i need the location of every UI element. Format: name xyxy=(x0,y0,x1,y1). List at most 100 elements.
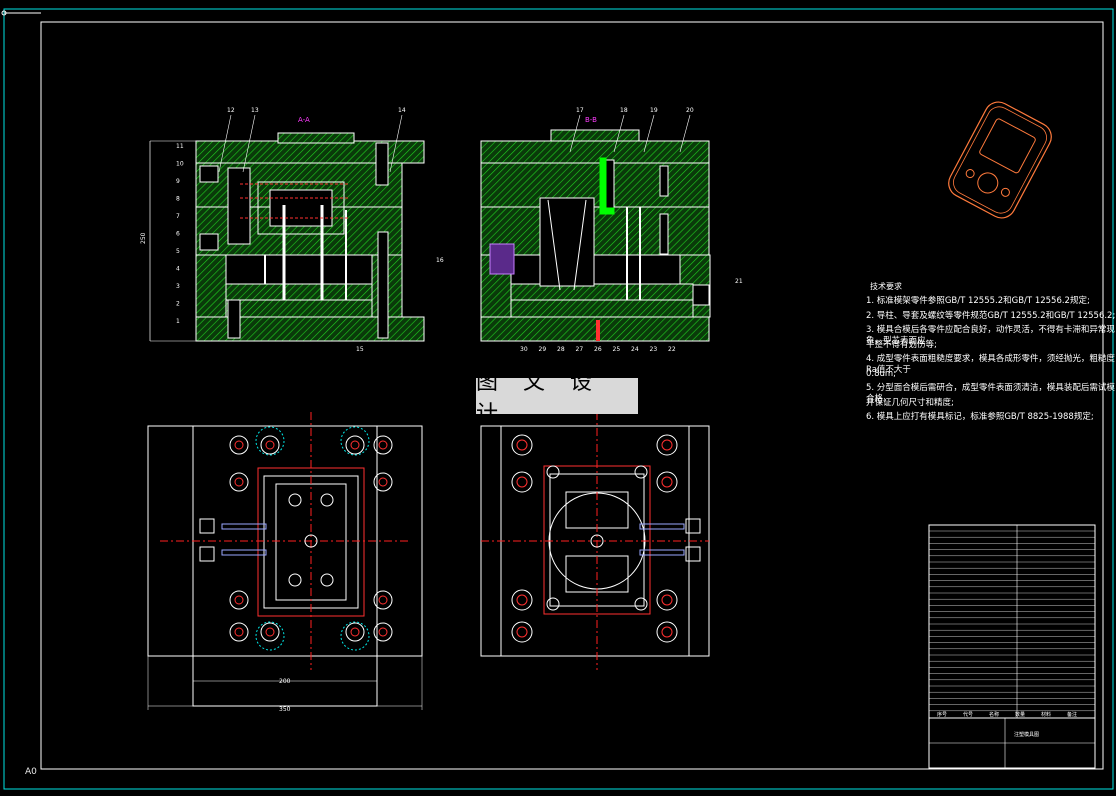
section-label-a: A-A xyxy=(298,116,310,124)
bolt-hole-center xyxy=(516,476,528,488)
bolt-hole xyxy=(511,621,533,643)
title-block-header: 备注 xyxy=(1067,711,1077,718)
plan-view-fixed-half xyxy=(147,412,423,710)
part-number-label: 24 xyxy=(631,346,639,353)
bolt-hole-center xyxy=(516,439,528,451)
part-number-label: 19 xyxy=(650,107,658,114)
bolt-hole-center xyxy=(378,595,388,605)
dimension-label: 250 xyxy=(140,232,147,244)
technical-note-line: 5. 分型面合模后需研合，成型零件表面须清洁，模具装配后需试模合格， xyxy=(866,383,1115,404)
part-number-label: 8 xyxy=(176,196,180,203)
bolt-hole xyxy=(373,590,393,610)
part-number-label: 23 xyxy=(650,346,658,353)
bolt-hole xyxy=(260,435,280,455)
part-number-label: 28 xyxy=(557,346,565,353)
sheet-size-label: A0 xyxy=(25,767,37,777)
part-number-label: 2 xyxy=(176,301,180,308)
cavity-insert-hole xyxy=(288,493,302,507)
guide-pillar-circle xyxy=(255,426,285,456)
cavity-insert-hole xyxy=(304,534,318,548)
bolt-hole-center xyxy=(661,626,673,638)
part-number-label: 15 xyxy=(356,346,364,353)
title-block-header: 序号 xyxy=(937,711,947,718)
part-number-label: 13 xyxy=(251,107,259,114)
section-label-b: B-B xyxy=(585,116,597,124)
bolt-hole-center xyxy=(234,477,244,487)
part-number-label: 3 xyxy=(176,283,180,290)
part-number-label: 27 xyxy=(576,346,584,353)
bolt-hole xyxy=(656,621,678,643)
bolt-hole xyxy=(260,622,280,642)
bolt-hole-center xyxy=(516,626,528,638)
part-number-label: 29 xyxy=(539,346,547,353)
ejector-hole xyxy=(546,465,560,479)
ejector-hole xyxy=(634,465,648,479)
part-number-label: 21 xyxy=(735,278,743,285)
bolt-hole xyxy=(656,471,678,493)
bolt-hole xyxy=(511,589,533,611)
bolt-hole-center xyxy=(378,627,388,637)
title-block-header: 代号 xyxy=(963,711,973,718)
title-block-header: 名称 xyxy=(989,711,999,718)
guide-pillar-circle xyxy=(255,621,285,651)
part-number-label: 12 xyxy=(227,107,235,114)
bolt-hole-center xyxy=(516,594,528,606)
part-number-label: 30 xyxy=(520,346,528,353)
part-number-label: 7 xyxy=(176,213,180,220)
part-number-label: 16 xyxy=(436,257,444,264)
bolt-hole xyxy=(373,622,393,642)
part-number-label: 5 xyxy=(176,248,180,255)
bolt-hole-center xyxy=(378,477,388,487)
watermark: 图 文 设 计 xyxy=(476,370,638,427)
product-isometric-view xyxy=(948,101,1052,219)
guide-pillar-circle xyxy=(340,621,370,651)
part-number-label: 9 xyxy=(176,178,180,185)
bolt-hole xyxy=(656,589,678,611)
bolt-hole-center xyxy=(234,595,244,605)
bolt-hole xyxy=(345,435,365,455)
bolt-hole xyxy=(345,622,365,642)
cavity-insert-hole xyxy=(320,493,334,507)
bolt-hole-center xyxy=(661,594,673,606)
dimension-label: 200 xyxy=(279,678,291,685)
bolt-hole xyxy=(229,622,249,642)
drawing-name-label: 注塑模具图 xyxy=(1014,731,1039,738)
part-number-label: 4 xyxy=(176,266,180,273)
plan-view-moving-half xyxy=(480,412,710,670)
technical-note-line: 3. 模具合模后各零件应配合良好，动作灵活，不得有卡滞和异常现象，型芯表面应 xyxy=(866,325,1115,346)
bolt-hole-center xyxy=(661,439,673,451)
part-number-label: 20 xyxy=(686,107,694,114)
ejector-hole xyxy=(590,534,604,548)
technical-note-line: 2. 导柱、导套及螺纹等零件规范GB/T 12555.2和GB/T 12556.… xyxy=(866,310,1116,321)
part-number-label: 11 xyxy=(176,143,184,150)
cavity-insert-hole xyxy=(288,573,302,587)
bolt-hole-center xyxy=(234,440,244,450)
part-number-label: 14 xyxy=(398,107,406,114)
bolt-hole-center xyxy=(265,627,275,637)
technical-notes-title: 技术要求 xyxy=(870,282,902,291)
technical-note-line: 平整不得有划伤等; xyxy=(866,339,937,350)
bolt-hole xyxy=(511,471,533,493)
bolt-hole xyxy=(656,434,678,456)
title-block xyxy=(928,524,1096,769)
technical-note-line: 4. 成型零件表面粗糙度要求，模具各成形零件，须经抛光，粗糙度Ra值不大于 xyxy=(866,354,1115,375)
part-number-label: 17 xyxy=(576,107,584,114)
dimension-label: 350 xyxy=(279,706,291,713)
part-number-label: 25 xyxy=(613,346,621,353)
part-number-label: 10 xyxy=(176,161,184,168)
technical-note-line: 6. 模具上应打有模具标记，标准参照GB/T 8825-1988规定; xyxy=(866,412,1094,422)
part-number-label: 6 xyxy=(176,231,180,238)
bolt-hole-center xyxy=(234,627,244,637)
bolt-hole xyxy=(511,434,533,456)
part-number-label: 26 xyxy=(594,346,602,353)
bolt-hole xyxy=(229,590,249,610)
technical-note-line: 1. 标准模架零件参照GB/T 12555.2和GB/T 12556.2规定; xyxy=(866,296,1090,306)
section-view-b xyxy=(480,129,711,342)
ejector-hole xyxy=(546,597,560,611)
technical-note-line: 0.8um; xyxy=(866,368,897,379)
bolt-hole-center xyxy=(350,627,360,637)
bolt-hole-center xyxy=(378,440,388,450)
bolt-hole xyxy=(229,435,249,455)
cavity-insert-hole xyxy=(320,573,334,587)
